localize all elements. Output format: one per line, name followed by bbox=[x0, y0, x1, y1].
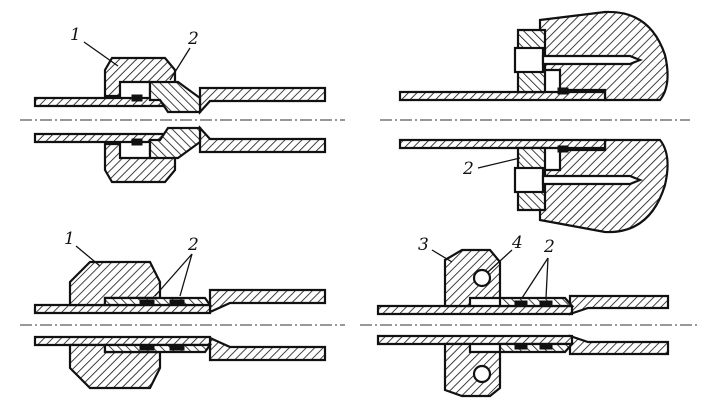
pipe-right bbox=[198, 86, 327, 115]
bolt-shank bbox=[541, 54, 643, 66]
sealing-ring bbox=[131, 94, 143, 102]
label-2: 2 bbox=[462, 159, 474, 179]
sealing-ring-b bbox=[169, 299, 185, 306]
leader-2b bbox=[179, 253, 193, 297]
leader-2a bbox=[521, 257, 549, 299]
pipe-right-lower bbox=[208, 336, 327, 362]
leader-1 bbox=[83, 41, 119, 67]
sealing-ring-d bbox=[169, 344, 185, 351]
pipe-right-lower bbox=[568, 334, 670, 356]
tube-left-lower bbox=[33, 335, 212, 347]
label-2: 2 bbox=[187, 29, 199, 49]
label-1: 1 bbox=[64, 229, 75, 249]
leader-2b bbox=[545, 257, 549, 299]
sealing-ring-c bbox=[139, 344, 155, 351]
bolt-head bbox=[513, 46, 545, 74]
flange-body-lower bbox=[538, 138, 669, 234]
bolt-head-lower bbox=[513, 166, 545, 194]
leader-2a bbox=[154, 253, 193, 297]
leader-4 bbox=[487, 249, 513, 273]
pipe-right bbox=[568, 294, 670, 316]
sealing-ring-a bbox=[139, 299, 155, 306]
tube-left bbox=[33, 303, 212, 315]
sealing-ring-lower bbox=[131, 138, 143, 146]
label-2: 2 bbox=[187, 235, 199, 255]
tube-left-lower bbox=[376, 334, 574, 346]
figure-bottom-right: 3 4 2 bbox=[360, 233, 700, 398]
sealing-ring-b bbox=[539, 300, 553, 307]
tube-left bbox=[376, 304, 574, 316]
bolt-shank-lower bbox=[541, 174, 643, 186]
leader-2 bbox=[477, 157, 521, 169]
sealing-ring-c bbox=[514, 343, 528, 350]
pipe-right bbox=[208, 288, 327, 314]
fitting-body-lower bbox=[148, 126, 202, 160]
label-2: 2 bbox=[543, 237, 555, 257]
gasket-lower bbox=[557, 145, 569, 153]
leader-2 bbox=[169, 47, 191, 81]
label-1: 1 bbox=[70, 25, 81, 45]
clamp-collar-lower bbox=[443, 342, 502, 398]
fitting-body-lower bbox=[498, 342, 575, 354]
pipe bbox=[398, 90, 607, 102]
fitting-body-lower bbox=[103, 343, 213, 354]
pipe-right-lower bbox=[198, 125, 327, 154]
leader-1 bbox=[75, 245, 101, 267]
figure-bottom-left: 1 2 bbox=[20, 229, 345, 390]
gasket bbox=[557, 87, 569, 95]
figure-top-left: 1 2 bbox=[20, 25, 345, 184]
fitting-body bbox=[498, 296, 575, 308]
label-3: 3 bbox=[418, 235, 429, 255]
figure-top-right: 2 bbox=[380, 10, 690, 234]
sealing-ring-d bbox=[539, 343, 553, 350]
pipe-lower bbox=[398, 138, 607, 150]
label-4: 4 bbox=[511, 233, 523, 253]
sealing-ring-a bbox=[514, 300, 528, 307]
fitting-body bbox=[148, 80, 202, 114]
wire-ring-lower bbox=[472, 364, 492, 384]
fitting-body bbox=[103, 296, 213, 307]
wire-ring bbox=[472, 268, 492, 288]
leader-3 bbox=[431, 249, 453, 263]
clamp-collar bbox=[443, 248, 502, 308]
